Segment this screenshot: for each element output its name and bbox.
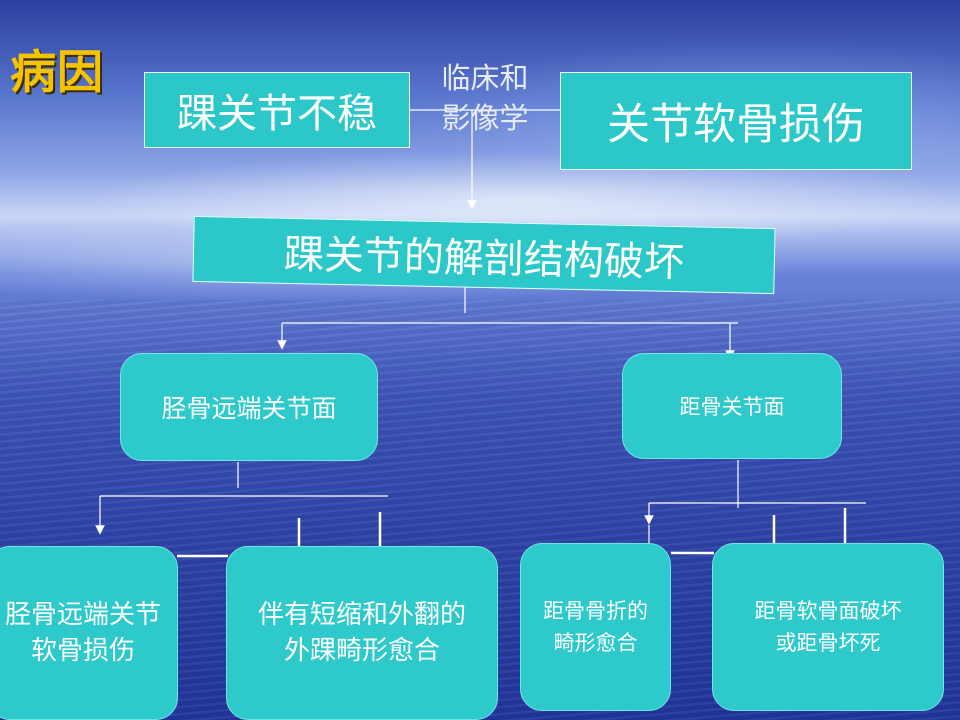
- node-talar-surface: 距骨关节面: [622, 353, 842, 459]
- leaf-talus-fracture-malunion: 距骨骨折的 畸形愈合: [520, 543, 671, 711]
- box-anatomy-destruction: 踝关节的解剖结构破坏: [192, 215, 776, 295]
- box-cartilage-injury: 关节软骨损伤: [560, 72, 912, 170]
- box-ankle-instability: 踝关节不稳: [144, 72, 410, 148]
- connector-note: 临床和 影像学: [441, 61, 529, 135]
- page-title: 病因: [10, 45, 104, 99]
- node-tibial-surface: 胫骨远端关节面: [120, 353, 378, 461]
- leaf-lateral-malleolus-malunion: 伴有短缩和外翻的 外踝畸形愈合: [226, 546, 498, 720]
- leaf-talar-necrosis: 距骨软骨面破坏 或距骨坏死: [712, 543, 944, 711]
- leaf-tibial-cartilage: 胫骨远端关节 软骨损伤: [0, 546, 178, 720]
